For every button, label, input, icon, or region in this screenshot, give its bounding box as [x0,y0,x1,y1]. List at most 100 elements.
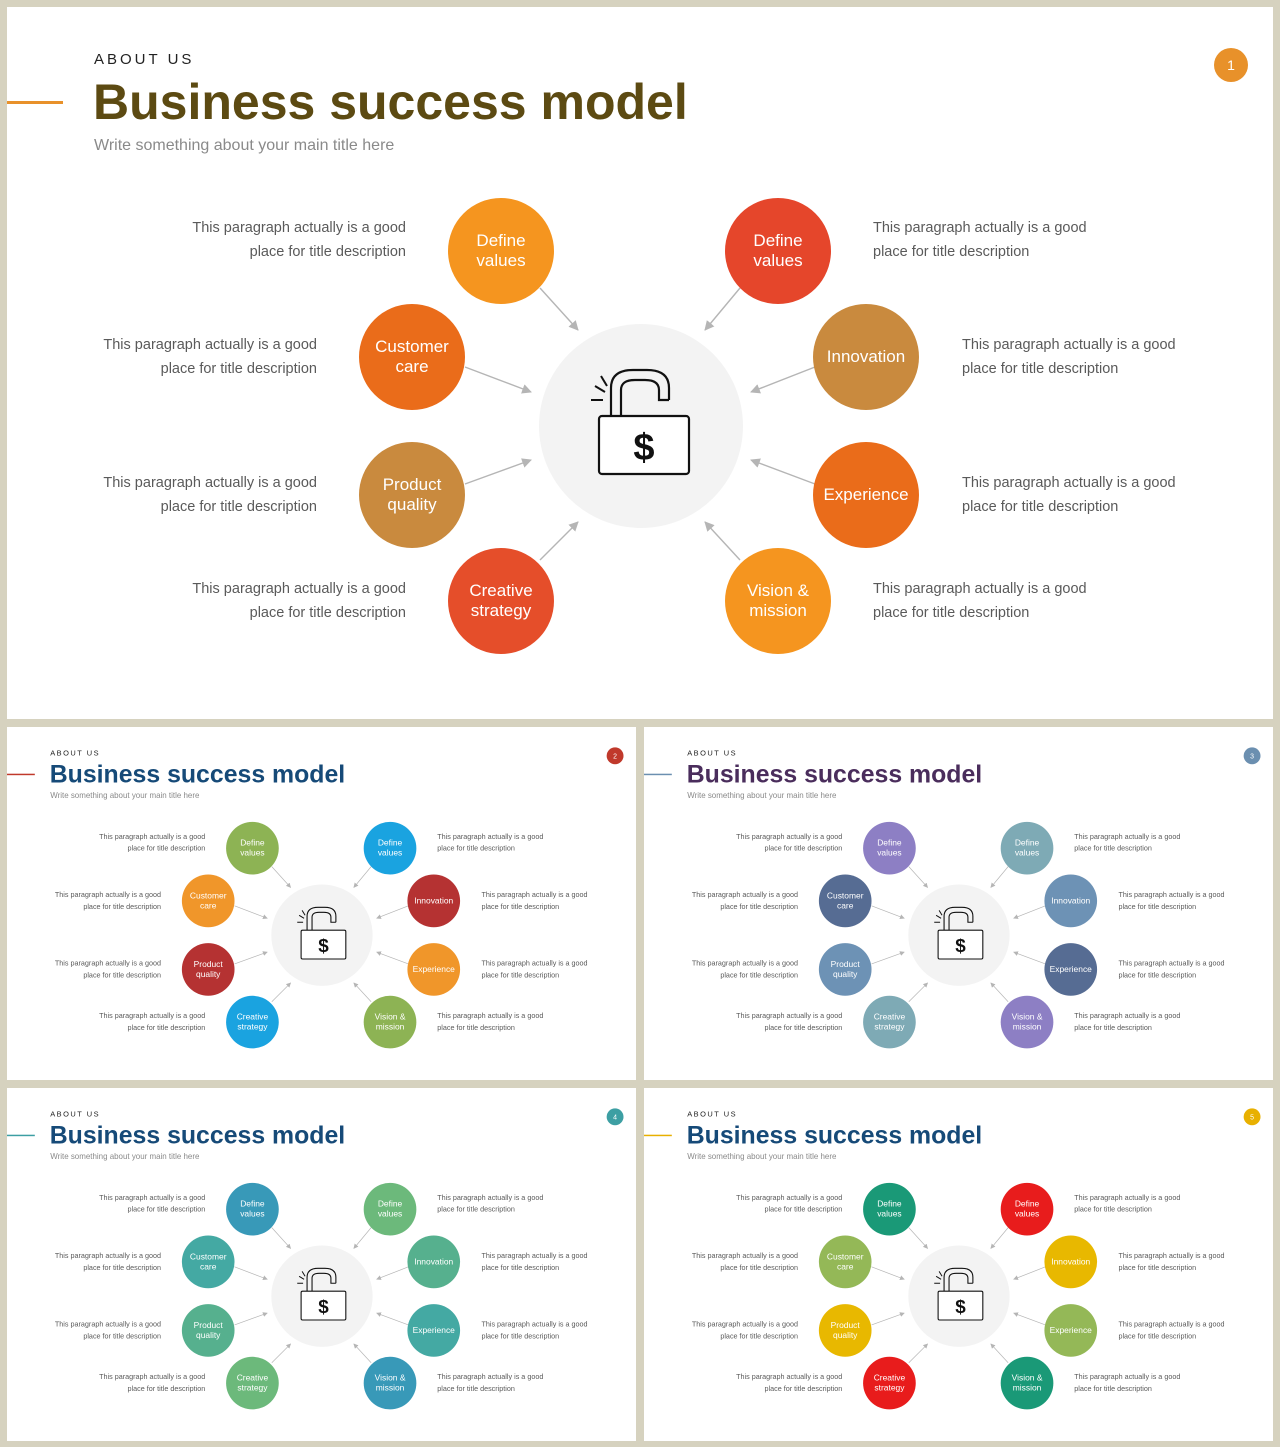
page-title: Business success model [49,760,346,789]
arrow-vision-mission [990,1343,1009,1363]
arrow-experience [376,1312,409,1326]
arrow-define-values-right [353,1227,372,1249]
node-experience: Experience [1044,1304,1098,1357]
connector-arrows [234,866,409,1002]
connector-arrows [871,866,1046,1002]
eyebrow-label: ABOUT US [50,748,101,758]
node-define-values-left: Define values [448,198,554,304]
description-text: This paragraph actually is a good place … [1118,890,1225,911]
slide-4[interactable]: ABOUT US Business success model Write so… [7,1088,636,1441]
arrow-customer-care [871,905,905,919]
page-subtitle: Write something about your main title he… [94,137,395,154]
description-text: This paragraph actually is a good place … [103,475,317,515]
arrow-product-quality [234,1312,268,1326]
node-experience: Experience [1044,943,1098,996]
unlocked-padlock-dollar-icon: $ [934,906,984,960]
arrow-product-quality [871,1312,905,1326]
node-customer-care: Customer care [181,1235,235,1289]
description-text: This paragraph actually is a good place … [99,1193,206,1214]
description-text: This paragraph actually is a good place … [437,1193,544,1214]
arrow-customer-care [234,905,268,919]
arrow-product-quality [464,458,532,485]
node-product-quality: Product quality [359,442,465,548]
accent-line [7,773,35,776]
arrow-define-values-left [271,866,291,888]
arrow-creative-strategy [271,1343,292,1363]
arrow-vision-mission [353,982,372,1002]
arrow-define-values-right [704,287,741,331]
description-text: This paragraph actually is a good place … [1074,1193,1181,1214]
node-customer-care: Customer care [181,874,235,928]
description-text: This paragraph actually is a good place … [99,832,206,853]
node-experience: Experience [407,1304,461,1357]
node-vision-mission: Vision & mission [363,995,417,1049]
unlocked-padlock-dollar-icon: $ [297,1267,347,1321]
node-creative-strategy: Creative strategy [448,548,554,654]
node-experience: Experience [813,442,919,548]
center-hub: $ [271,1245,373,1347]
slide-3[interactable]: ABOUT US Business success model Write so… [644,727,1273,1080]
arrow-customer-care [234,1266,268,1280]
eyebrow-label: ABOUT US [50,1109,101,1119]
center-hub: $ [908,1245,1010,1347]
arrow-innovation [1013,1266,1046,1280]
description-text: This paragraph actually is a good place … [1118,1251,1225,1272]
description-text: This paragraph actually is a good place … [736,1012,843,1033]
description-text: This paragraph actually is a good place … [481,1320,588,1341]
description-text: This paragraph actually is a good place … [1118,959,1225,980]
node-creative-strategy: Creative strategy [863,1356,916,1410]
eyebrow-label: ABOUT US [94,51,195,68]
arrow-creative-strategy [271,982,292,1002]
arrow-define-values-right [990,1227,1009,1249]
arrow-define-values-left [539,287,579,331]
accent-line [644,773,672,776]
description-text: This paragraph actually is a good place … [736,832,843,853]
page-number-badge: 1 [1214,48,1248,82]
accent-line [7,101,63,104]
arrow-vision-mission [704,521,741,561]
description-text: This paragraph actually is a good place … [103,337,317,377]
description-text: This paragraph actually is a good place … [54,1320,162,1341]
node-product-quality: Product quality [818,943,872,996]
node-innovation: Innovation [407,874,461,928]
description-text: This paragraph actually is a good place … [54,890,162,911]
description-text: This paragraph actually is a good place … [736,1193,843,1214]
eyebrow-label: ABOUT US [687,748,738,758]
node-creative-strategy: Creative strategy [863,995,916,1049]
node-customer-care: Customer care [818,1235,872,1289]
node-product-quality: Product quality [181,1304,235,1357]
node-customer-care: Customer care [818,874,872,928]
description-text: This paragraph actually is a good place … [481,959,588,980]
node-innovation: Innovation [813,304,919,410]
unlocked-padlock-dollar-icon: $ [297,906,347,960]
node-vision-mission: Vision & mission [725,548,831,654]
arrow-customer-care [464,366,532,394]
arrow-vision-mission [353,1343,372,1363]
node-define-values-right: Define values [363,821,417,875]
page-subtitle: Write something about your main title he… [687,791,837,801]
page-number-badge: 5 [1243,1108,1261,1126]
arrow-experience [1013,1312,1046,1326]
svg-text:$: $ [955,1296,966,1317]
description-text: This paragraph actually is a good place … [1074,1373,1181,1394]
arrow-product-quality [234,951,268,965]
arrow-customer-care [871,1266,905,1280]
arrow-product-quality [871,951,905,965]
page-subtitle: Write something about your main title he… [50,1152,200,1162]
node-define-values-right: Define values [1000,1182,1054,1236]
arrow-define-values-right [353,866,372,888]
description-text: This paragraph actually is a good place … [873,220,1087,260]
slide-2[interactable]: ABOUT US Business success model Write so… [7,727,636,1080]
arrow-innovation [376,1266,409,1280]
description-text: This paragraph actually is a good place … [99,1012,206,1033]
node-experience: Experience [407,943,461,996]
node-vision-mission: Vision & mission [363,1356,417,1410]
description-text: This paragraph actually is a good place … [437,1012,544,1033]
description-text: This paragraph actually is a good place … [54,1251,162,1272]
slide-1[interactable]: ABOUT US Business success model Write so… [7,7,1273,719]
accent-line [7,1134,35,1137]
description-text: This paragraph actually is a good place … [481,890,588,911]
page-number-badge: 2 [606,747,624,765]
slide-5[interactable]: ABOUT US Business success model Write so… [644,1088,1273,1441]
node-define-values-left: Define values [226,1182,279,1236]
